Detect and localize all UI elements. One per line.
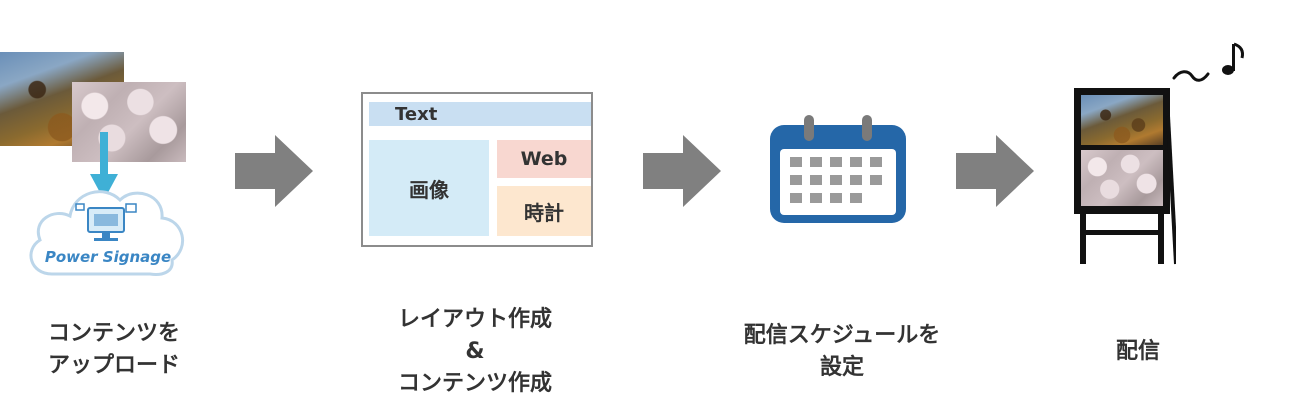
music-note-icon	[1172, 42, 1244, 82]
delivery-caption: 配信	[1078, 336, 1198, 368]
layout-caption: レイアウト作成 & コンテンツ作成	[350, 304, 600, 400]
sakura-photo-icon	[72, 82, 186, 162]
layout-caption-line1: レイアウト作成	[397, 307, 552, 332]
layout-caption-line3: コンテンツ作成	[397, 371, 552, 396]
layout-caption-line2: &	[465, 339, 485, 364]
image-zone: 画像	[369, 140, 489, 236]
layout-preview: Text 画像 Web 時計	[361, 92, 593, 247]
upload-arrow-icon	[90, 132, 118, 200]
clock-zone: 時計	[497, 186, 591, 236]
upload-caption-line1: コンテンツを	[47, 321, 180, 346]
upload-caption-line2: アップロード	[47, 353, 180, 378]
delivery-caption-line1: 配信	[1115, 339, 1160, 364]
monitor-icon	[75, 203, 137, 241]
cloud-icon: Power Signage	[29, 190, 184, 276]
signboard-sakura-photo	[1081, 150, 1163, 206]
text-zone: Text	[369, 102, 591, 126]
signboard-autumn-photo	[1081, 95, 1163, 145]
upload-caption: コンテンツを アップロード	[14, 318, 214, 382]
signboard-icon	[1072, 86, 1176, 266]
arrow-right-icon	[235, 135, 313, 207]
schedule-caption: 配信スケジュールを 設定	[712, 320, 972, 384]
schedule-caption-line2: 設定	[819, 355, 864, 380]
calendar-icon	[770, 115, 906, 223]
power-signage-logo-text: Power Signage	[45, 248, 171, 266]
web-zone: Web	[497, 140, 591, 178]
schedule-caption-line1: 配信スケジュールを	[743, 323, 941, 348]
arrow-right-icon	[956, 135, 1034, 207]
arrow-right-icon	[643, 135, 721, 207]
